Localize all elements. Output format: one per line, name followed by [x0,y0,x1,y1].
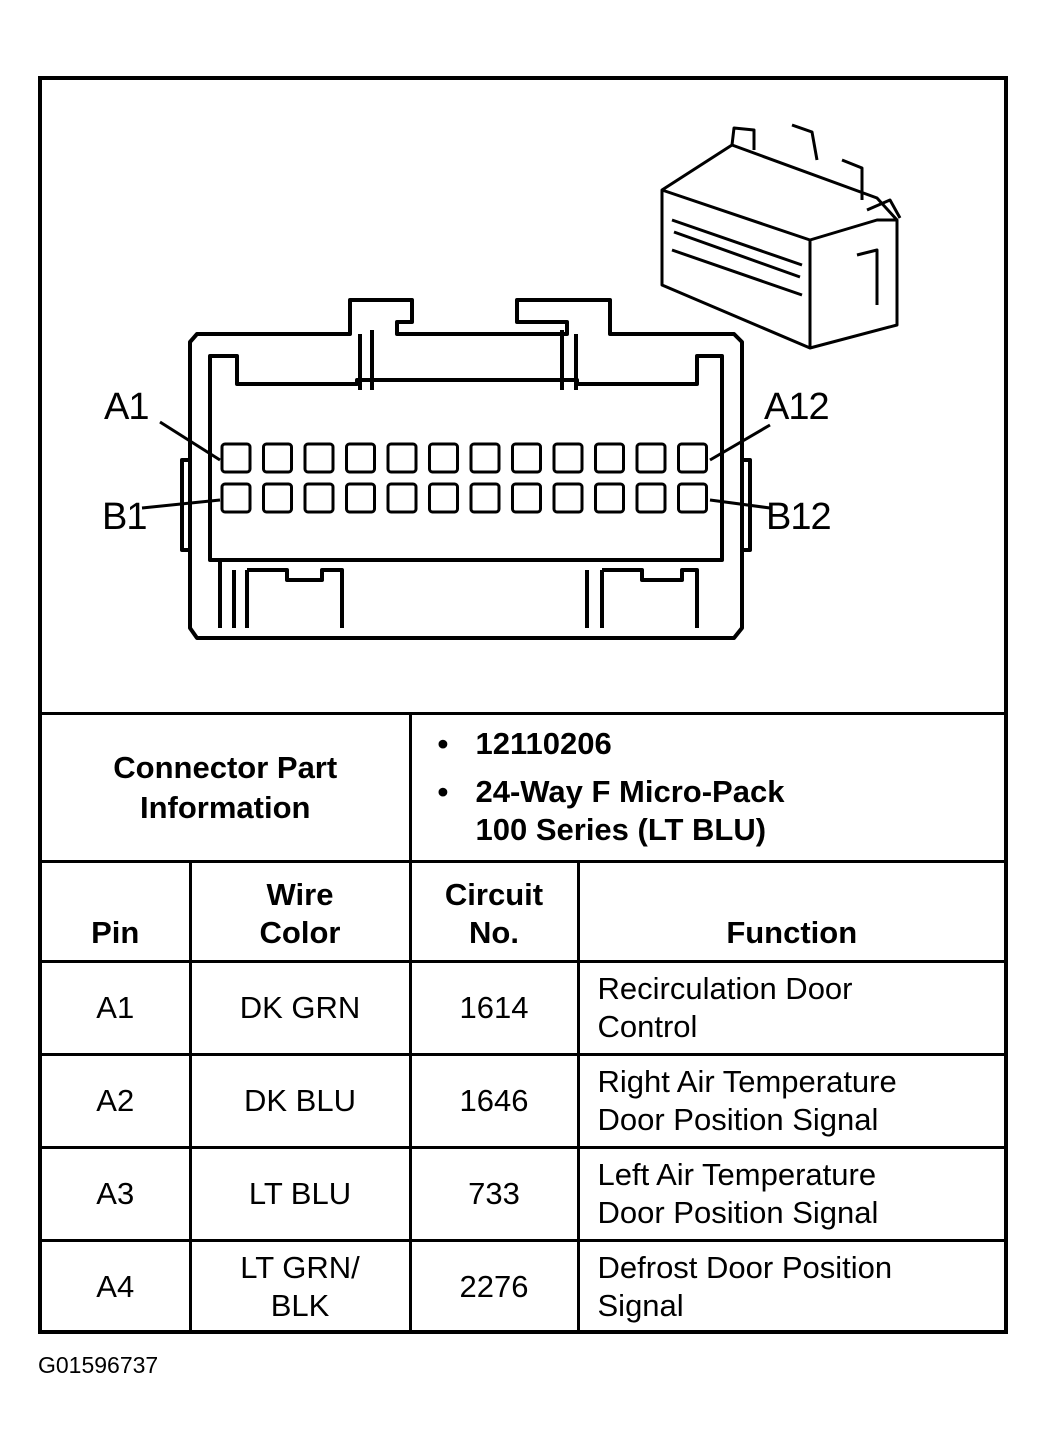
pin-cavity-a11 [635,442,667,474]
pin-cavity-b4 [345,482,376,514]
circuit-cell: 1646 [408,1053,580,1149]
pin-cavity-b2 [262,482,293,514]
pin-cavity-a7 [469,442,501,474]
header-pin: Pin [42,860,192,963]
pin-cell: A4 [42,1239,192,1332]
pin-cavity-b8 [511,482,542,514]
pin-cell: A2 [42,1053,192,1149]
connector-part-info: Connector Part Information 12110206 24-W… [42,712,1004,862]
wire-color-cell: DK BLU [188,1053,412,1149]
wire-color-cell: LT GRN/BLK [188,1239,412,1332]
connector-part-values: 12110206 24-Way F Micro-Pack 100 Series … [408,712,1005,862]
pin-cavity-a2 [262,442,293,474]
connector-figure-frame: A1 A12 B1 B12 Connector Part Information… [38,76,1008,1334]
part-number: 12110206 [430,725,1005,763]
table-row: A4 LT GRN/BLK 2276 Defrost Door Position… [42,1239,1004,1332]
connector-diagram: A1 A12 B1 B12 [42,80,1004,712]
header-function: Function [576,860,1004,963]
pin-label-b1: B1 [102,496,147,538]
pin-cavity-b10 [594,482,625,514]
pin-cavity-b12 [677,482,708,514]
part-description: 24-Way F Micro-Pack 100 Series (LT BLU) [430,773,1005,849]
circuit-cell: 1614 [408,960,580,1056]
connector-isometric-icon [660,123,902,350]
pin-cavity-b11 [635,482,667,514]
pin-cavity-b9 [552,482,584,514]
header-wire-color: Wire Color [188,860,412,963]
pin-cavity-a12 [677,442,708,474]
pin-label-a1: A1 [104,386,149,428]
connector-part-label: Connector Part Information [42,712,410,862]
circuit-cell: 733 [408,1146,580,1242]
connector-face-drawing [141,123,902,640]
pin-cavity-b7 [469,482,501,514]
pin-cell: A1 [42,960,192,1056]
pin-table: Pin Wire Color Circuit No. Function A1 D… [42,860,1004,1332]
figure-id: G01596737 [38,1352,159,1378]
pin-label-b12: B12 [766,496,832,538]
pin-cavity-a10 [594,442,625,474]
pin-cavity-a6 [428,442,459,474]
pin-cavity-a4 [345,442,376,474]
pin-cavity-a5 [386,442,418,474]
pin-label-a12: A12 [764,386,830,428]
circuit-cell: 2276 [408,1239,580,1332]
pin-cavity-a9 [552,442,584,474]
pin-cavity-b6 [428,482,459,514]
pin-cavity-b3 [303,482,335,514]
header-circuit-no: Circuit No. [408,860,580,963]
pin-cell: A3 [42,1146,192,1242]
pin-cavity-b5 [386,482,418,514]
pin-cavity-a3 [303,442,335,474]
pin-cavity-a8 [511,442,542,474]
pin-cavity-b1 [220,482,252,514]
pin-cavities [220,442,708,514]
pin-cavity-a1 [220,442,252,474]
wire-color-cell: DK GRN [188,960,412,1056]
wire-color-cell: LT BLU [188,1146,412,1242]
